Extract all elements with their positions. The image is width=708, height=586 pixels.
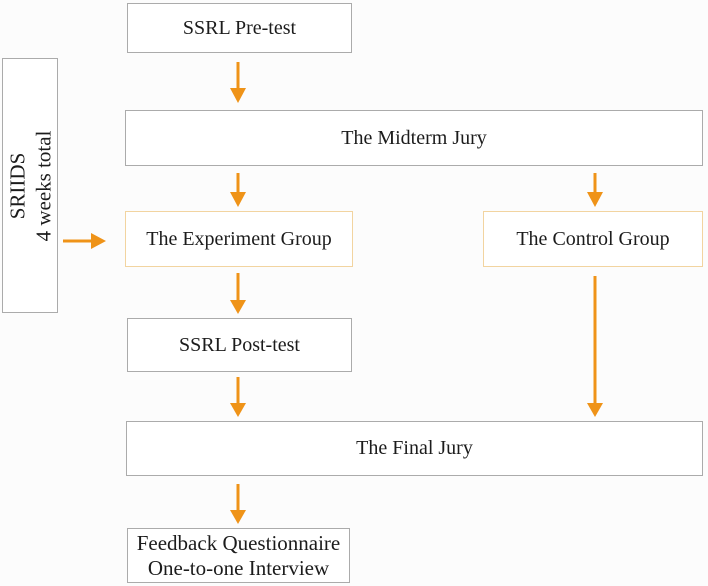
node-midterm-jury-label: The Midterm Jury [341,126,487,149]
arrow-midterm-to-experiment [230,173,246,207]
node-final-jury-label: The Final Jury [356,437,473,459]
node-experiment-group: The Experiment Group [125,211,353,267]
arrow-pretest-to-midterm [230,62,246,103]
node-final-jury: The Final Jury [126,421,703,476]
node-sriids-rotated-text: SRIIDS 4 weeks total [2,130,58,241]
node-experiment-group-label: The Experiment Group [146,227,332,250]
node-feedback-line2: One-to-one Interview [147,555,330,580]
node-ssrl-pretest-label: SSRL Pre-test [182,16,297,39]
arrow-posttest-to-final [230,377,246,417]
node-ssrl-pretest: SSRL Pre-test [127,3,352,53]
node-ssrl-posttest-label: SSRL Post-test [179,333,300,356]
arrow-experiment-to-posttest [230,273,246,314]
node-ssrl-posttest: SSRL Post-test [127,318,352,372]
arrow-sriids-to-experiment [63,233,106,249]
node-sriids-line2: 4 weeks total [31,130,55,241]
node-feedback-interview: Feedback Questionnaire One-to-one Interv… [127,528,350,583]
node-control-group: The Control Group [483,211,703,267]
node-midterm-jury: The Midterm Jury [125,110,703,166]
arrow-control-to-final [587,276,603,417]
arrow-midterm-to-control [587,173,603,207]
node-sriids-line1: SRIIDS [5,152,29,219]
node-feedback-line1: Feedback Questionnaire [136,530,341,555]
node-control-group-label: The Control Group [516,227,670,250]
arrow-final-to-feedback [230,484,246,524]
node-sriids: SRIIDS 4 weeks total [2,58,58,313]
